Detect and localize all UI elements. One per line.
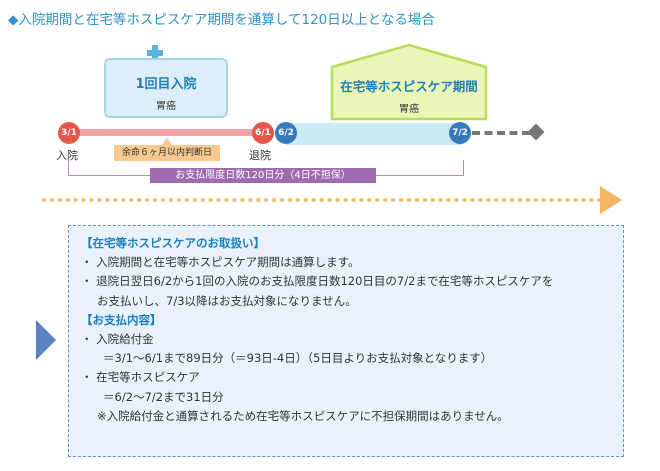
home-hospice-diagnosis: 胃癌	[399, 104, 419, 115]
prognosis-label: 余命６ヶ月以内判断日	[114, 145, 220, 161]
flow-arrow-head	[600, 186, 622, 214]
payment-details-heading: 【お支払内容】	[81, 312, 162, 327]
info-line: ・ 退院日翌日6/2から1回の入院のお支払限度日数120日目の7/2まで在宅等ホ…	[81, 274, 554, 289]
medical-cross-icon	[147, 45, 163, 61]
hospital-stay-diagnosis: 胃癌	[156, 101, 176, 112]
hospice-end-marker: 7/2	[449, 122, 471, 144]
info-note: ※入院給付金と通算されるため在宅等ホスピスケアに不担保期間はありません。	[97, 408, 509, 423]
explanation-box: 【在宅等ホスピスケアのお取扱い】 ・ 入院期間と在宅等ホスピスケア期間は通算しま…	[68, 225, 624, 457]
payment-limit-label: お支払限度日数120日分（4日不担保）	[150, 168, 376, 183]
prognosis-pointer	[162, 138, 172, 145]
home-hospice-title: 在宅等ホスピスケア期間	[340, 79, 478, 94]
flow-dotted-line	[42, 198, 602, 202]
info-line: ・ 在宅等ホスピスケア	[81, 370, 200, 385]
discharge-label: 退院	[249, 149, 271, 162]
hospital-stay-box: 1回目入院 胃癌	[104, 58, 228, 118]
home-hospice-box: 在宅等ホスピスケア期間 胃癌	[330, 76, 488, 115]
hospice-handling-heading: 【在宅等ホスピスケアのお取扱い】	[81, 236, 265, 250]
home-hospice-house-shape	[330, 43, 488, 121]
hospital-stay-bar	[70, 129, 264, 136]
info-line: ＝6/2～7/2まで31日分	[103, 389, 224, 404]
info-line: ＝3/1～6/1まで89日分（＝93日-4日）（5日目よりお支払対象となります）	[103, 351, 493, 366]
page-heading: ◆入院期間と在宅等ホスピスケア期間を通算して120日以上となる場合	[8, 12, 435, 28]
hospice-start-marker: 6/2	[275, 122, 297, 144]
discharge-date-marker: 6/1	[252, 122, 274, 144]
admit-label: 入院	[56, 149, 78, 162]
admit-date-marker: 3/1	[58, 122, 80, 144]
timeline-end-diamond	[527, 123, 545, 141]
home-hospice-bar	[286, 123, 462, 145]
continuation-dashed-line	[472, 131, 530, 135]
info-line: お支払いし、7/3以降はお支払対象になりません。	[97, 293, 357, 308]
hospital-stay-title: 1回目入院	[135, 77, 197, 92]
explanation-pointer-arrow	[36, 320, 56, 360]
info-line: ・ 入院期間と在宅等ホスピスケア期間は通算します。	[81, 255, 360, 270]
info-line: ・ 入院給付金	[81, 332, 154, 347]
